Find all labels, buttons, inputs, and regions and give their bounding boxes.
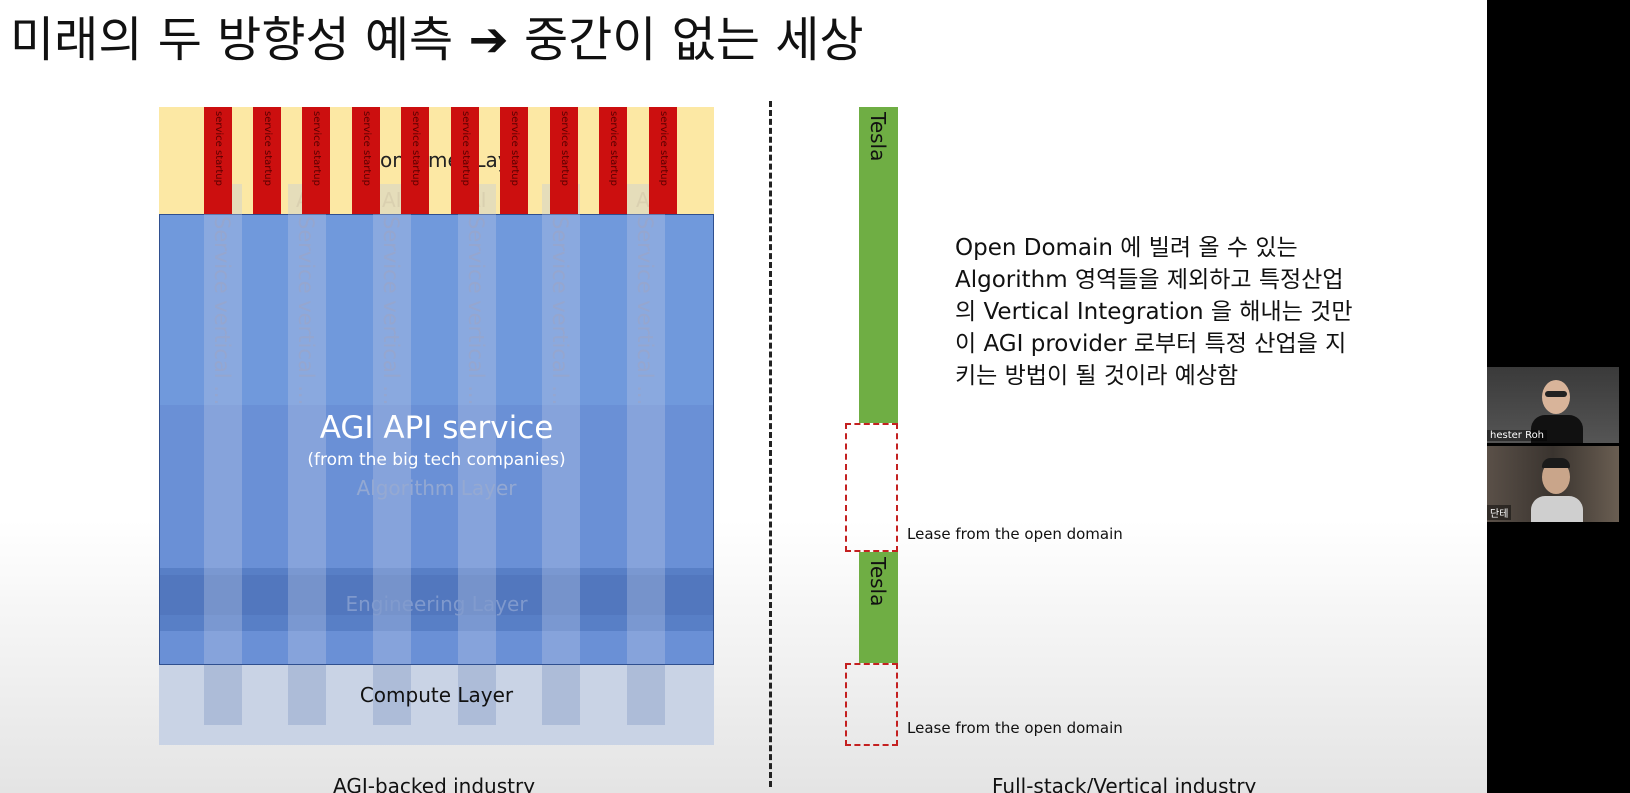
- person-head: [1542, 380, 1570, 414]
- compute-column: [288, 665, 326, 725]
- tesla-label: Tesla: [866, 557, 890, 607]
- service-vertical-label: Service vertical ...: [294, 216, 318, 406]
- service-startup-label: service startup: [608, 111, 619, 186]
- presentation-slide: 미래의 두 방향성 예측 ➔ 중간이 없는 세상 onsumer Lay Com…: [0, 0, 1487, 793]
- service-startup-label: service startup: [509, 111, 520, 186]
- service-startup-label: service startup: [361, 111, 372, 186]
- service-startup-label: service startup: [559, 111, 570, 186]
- participant-name: 단테: [1487, 505, 1512, 520]
- service-startup-strip: service startup: [599, 107, 627, 214]
- left-diagram-caption: AGI-backed industry: [333, 774, 536, 793]
- algorithm-layer-label: Algorithm Layer: [356, 476, 517, 500]
- service-startup-label: service startup: [410, 111, 421, 186]
- dashed-divider: [769, 101, 772, 787]
- compute-layer: [159, 665, 714, 745]
- service-startup-label: service startup: [460, 111, 471, 186]
- service-vertical-column: [204, 184, 242, 664]
- compute-layer-label: Compute Layer: [359, 683, 514, 707]
- service-startup-strip: service startup: [352, 107, 380, 214]
- service-startup-strip: service startup: [451, 107, 479, 214]
- compute-column: [373, 665, 411, 725]
- participant-tile[interactable]: 단테: [1487, 446, 1619, 522]
- participant-tile[interactable]: hester Roh: [1487, 367, 1619, 443]
- service-startup-strip: service startup: [302, 107, 330, 214]
- service-vertical-column: [288, 184, 326, 664]
- tesla-label: Tesla: [866, 112, 890, 162]
- service-startup-strip: service startup: [500, 107, 528, 214]
- consumer-layer-label: onsumer Lay: [380, 148, 510, 172]
- service-vertical-column: [627, 184, 665, 664]
- service-vertical-label: Service vertical ...: [379, 216, 403, 406]
- service-startup-strip: service startup: [253, 107, 281, 214]
- service-startup-strip: service startup: [550, 107, 578, 214]
- service-startup-label: service startup: [262, 111, 273, 186]
- person-body: [1531, 496, 1583, 522]
- service-startup-strip: service startup: [204, 107, 232, 214]
- service-vertical-label: Service vertical ...: [633, 216, 657, 406]
- service-vertical-column: [542, 184, 580, 664]
- service-startup-label: service startup: [213, 111, 224, 186]
- tesla-bar-top: [859, 107, 898, 423]
- tesla-bar-bottom: [859, 552, 898, 663]
- lease-label: Lease from the open domain: [907, 525, 1123, 543]
- participant-name: hester Roh: [1487, 430, 1548, 441]
- hair-shape: [1542, 458, 1570, 468]
- right-diagram-caption: Full-stack/Vertical industry: [992, 774, 1257, 793]
- lease-box: [845, 663, 898, 746]
- description-text: Open Domain 에 빌려 올 수 있는 Algorithm 영역들을 제…: [955, 235, 1353, 389]
- slide-title: 미래의 두 방향성 예측 ➔ 중간이 없는 세상: [10, 12, 864, 68]
- compute-column: [627, 665, 665, 725]
- service-vertical-column: [458, 184, 496, 664]
- lease-label: Lease from the open domain: [907, 719, 1123, 737]
- compute-column: [542, 665, 580, 725]
- compute-column: [458, 665, 496, 725]
- service-vertical-column: [373, 184, 411, 664]
- agi-api-service-subtitle: (from the big tech companies): [307, 450, 566, 470]
- agi-api-service-title: AGI API service: [319, 410, 554, 446]
- service-vertical-label: Service vertical ...: [210, 216, 234, 406]
- service-startup-strip: service startup: [649, 107, 677, 214]
- service-startup-label: service startup: [658, 111, 669, 186]
- ai-ghost-label: AI: [382, 188, 402, 212]
- person-body: [1531, 415, 1583, 443]
- lease-box: [845, 423, 898, 552]
- service-startup-strip: service startup: [401, 107, 429, 214]
- service-vertical-region: [160, 215, 713, 405]
- service-vertical-label: Service vertical ...: [464, 216, 488, 406]
- glasses-icon: [1545, 391, 1567, 397]
- compute-column: [204, 665, 242, 725]
- engineering-layer-label: Engineering Layer: [345, 592, 528, 616]
- service-startup-label: service startup: [311, 111, 322, 186]
- engineering-band-inner: [160, 575, 713, 615]
- service-vertical-label: Service vertical ...: [548, 216, 572, 406]
